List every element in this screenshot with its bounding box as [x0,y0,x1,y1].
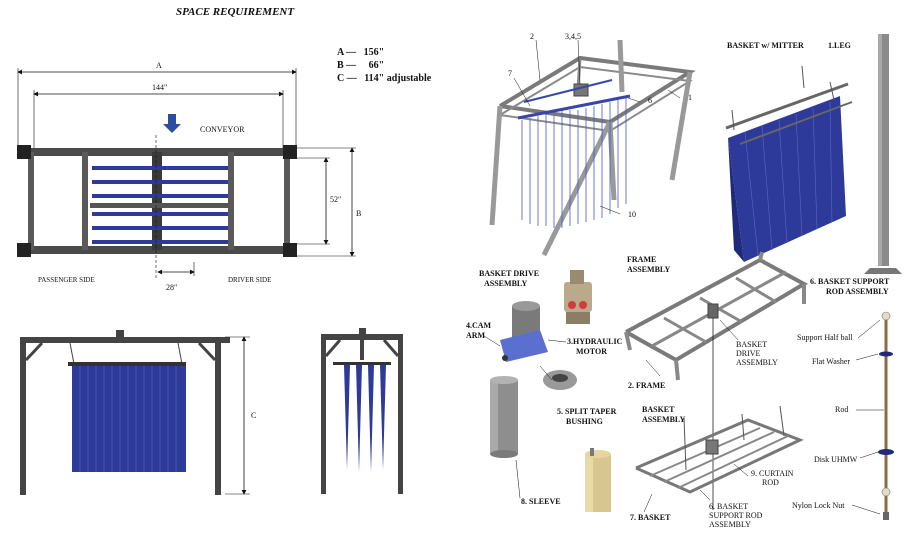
leg-part [864,34,902,274]
front-curtain-strips [79,366,177,472]
frame-label: 2. FRAME [628,381,666,390]
page-title: SPACE REQUIREMENT [176,6,295,18]
callout-10: 10 [628,210,636,219]
bsr-label-3: ASSEMBLY [709,520,751,529]
spec-b: B — 66" [337,60,385,71]
curtain-rod-label-2: ROD [762,478,779,487]
plan-view [17,68,356,278]
basket-label: 7. BASKET [630,513,671,522]
drive-assembly [500,301,548,362]
basket-support-label-1: 6. BASKET SUPPORT [810,277,890,286]
frame-assembly-label-2: ASSEMBLY [627,265,671,274]
callout-3-4-5: 3,4,5 [565,32,581,41]
split-taper-bushing [543,370,577,390]
hydraulic-motor [564,270,592,324]
support-rod-part [878,311,894,520]
split-bushing-label-1: 5. SPLIT TAPER [557,407,617,416]
iso-curtain [521,98,627,228]
plan-curtain-rows [90,166,230,244]
basket-drive-small-3: ASSEMBLY [736,358,778,367]
leg-label: 1.LEG [828,41,851,50]
callout-1: 1 [688,93,692,102]
dim-28-label: 28" [166,283,178,292]
parts-leader-lines [483,335,567,499]
basket-drive-small-1: BASKET [736,340,768,349]
conveyor-arrow-icon [163,114,181,133]
rod-part-flat-washer: Flat Washer [812,357,851,366]
sleeve-part [490,376,518,458]
conveyor-label: CONVEYOR [200,125,245,134]
basket-mitter [725,65,853,262]
split-bushing-label-2: BUSHING [566,417,603,426]
rod-leader-lines [851,319,884,515]
front-view [20,330,250,495]
spec-a: A — 156" [337,47,385,58]
sleeve-cylinder [585,448,611,512]
frame-assembly [624,251,809,510]
cam-arm-label-1: 4.CAM [466,321,492,330]
basket-mitter-label: BASKET w/ MITTER [727,41,804,50]
callout-6: 6 [648,96,652,105]
curtain-rod-label-1: 9. CURTAIN [751,469,794,478]
rod-part-nylon-lock-nut: Nylon Lock Nut [792,501,845,510]
basket-assembly [635,405,804,494]
sleeve-label: 8. SLEEVE [521,497,561,506]
driver-side-label: DRIVER SIDE [228,276,272,284]
side-view [321,328,403,494]
bsr-label-1: 6. BASKET [709,502,749,511]
basket-drive-small-2: DRIVE [736,349,761,358]
rod-part-disk-uhmw: Disk UHMW [814,455,858,464]
dim-144-label: 144" [152,83,168,92]
dim-52-label: 52" [330,195,342,204]
callout-2: 2 [530,32,534,41]
passenger-side-label: PASSENGER SIDE [38,276,95,284]
callout-7: 7 [508,69,512,78]
basket-drive-label-2: ASSEMBLY [484,279,528,288]
dim-a-label: A [156,61,162,70]
basket-support-label-2: ROD ASSEMBLY [826,287,889,296]
frame-assembly-label-1: FRAME [627,255,657,264]
dim-c-label: C [251,411,257,420]
cam-arm-label-2: ARM [466,331,486,340]
iso-full-assembly [489,39,696,257]
side-curtain-strips [344,365,386,472]
hydraulic-motor-label-2: MOTOR [576,347,607,356]
rod-part-support-half-ball: Support Half ball [797,333,853,342]
iso-callout-lines [513,39,681,215]
basket-assembly-label-1: BASKET [642,405,675,414]
hydraulic-motor-label-1: 3.HYDRAULIC [567,337,623,346]
bsr-label-2: SUPPORT ROD [709,511,763,520]
basket-drive-label-1: BASKET DRIVE [479,269,540,278]
basket-assembly-label-2: ASSEMBLY [642,415,686,424]
dim-b-label: B [356,209,362,218]
spec-c: C — 114" adjustable [337,73,432,84]
rod-part-rod: Rod [835,405,849,414]
